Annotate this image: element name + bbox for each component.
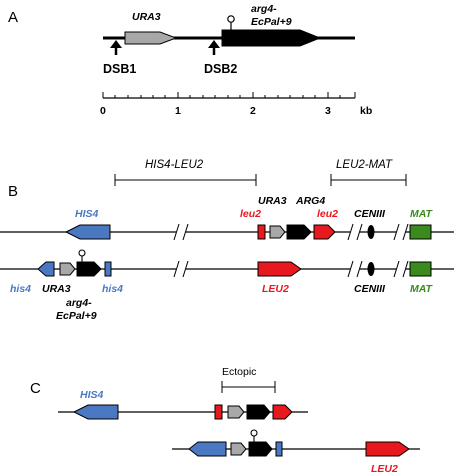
bottom-his4-right-label: his4 (102, 283, 123, 295)
scale-tick-0: 0 (100, 105, 106, 117)
scale-tick-2: 2 (250, 105, 256, 117)
panel-c-his4-fragment-right (275, 441, 283, 457)
bottom-ura3-label: URA3 (42, 283, 71, 295)
panel-c-ura3-gene (227, 405, 245, 419)
bottom-palindrome-icon (78, 249, 86, 257)
top-leu2-fragment-right (313, 224, 336, 240)
top-leu2-left-label: leu2 (240, 208, 261, 220)
bottom-cen-label: CENIII (354, 283, 386, 295)
top-mat-locus (409, 224, 432, 240)
bottom-leu2-label: LEU2 (262, 283, 289, 295)
panel-c-leu2-label: LEU2 (371, 463, 398, 475)
top-mat-label: MAT (410, 208, 434, 220)
panel-a-arg4-label-line2: EcPal+9 (251, 16, 292, 28)
panel-c-his4-gene (72, 404, 119, 420)
panel-a-ura3-label: URA3 (132, 11, 161, 23)
bottom-his4-fragment-right (104, 261, 112, 277)
bottom-mat-locus (409, 261, 432, 277)
bottom-arg4-gene (76, 261, 102, 277)
bottom-arg4-label-line2: EcPal+9 (56, 310, 97, 322)
bottom-centromere-icon (367, 262, 375, 276)
dsb1-label: DSB1 (103, 62, 136, 76)
panel-c-his4-label: HIS4 (80, 389, 104, 401)
bottom-arg4-label-line1: arg4- (66, 297, 92, 309)
top-ura3-label: URA3 (258, 195, 287, 207)
top-his4-label: HIS4 (75, 208, 99, 220)
top-leu2-right-label: leu2 (317, 208, 338, 220)
panel-label-b: B (8, 183, 18, 200)
dsb2-label: DSB2 (204, 62, 237, 76)
panel-a-ura3-gene (124, 31, 178, 45)
bottom-his4-fragment-left (37, 261, 55, 277)
bracket-his4-leu2-label: HIS4-LEU2 (145, 159, 204, 171)
panel-label-c: C (30, 380, 41, 397)
panel-a-palindrome-icon (227, 15, 235, 23)
bottom-mat-label: MAT (410, 283, 434, 295)
dsb2-arrow-icon (208, 40, 220, 48)
panel-c-leu2-fragment-right (272, 404, 293, 420)
top-his4-gene (64, 224, 111, 240)
top-ura3-gene (269, 225, 286, 239)
dsb1-arrow-icon (110, 40, 122, 48)
top-cen-label: CENIII (354, 208, 386, 220)
scale-tick-1: 1 (175, 105, 181, 117)
panel-c-leu2-gene (365, 441, 410, 457)
panel-c-leu2-fragment-left (214, 404, 223, 420)
top-arg4-label: ARG4 (295, 195, 325, 207)
scale-tick-3: 3 (325, 105, 331, 117)
top-arg4-gene (286, 224, 312, 240)
ectopic-label: Ectopic (222, 366, 256, 378)
panel-a-arg4-label-line1: arg4- (251, 3, 277, 15)
top-centromere-icon (367, 225, 375, 239)
panel-c-lower-arg4-gene (248, 441, 273, 457)
scale-unit-label: kb (360, 105, 372, 117)
panel-c-lower-ura3-gene (230, 442, 247, 456)
bracket-leu2-mat-label: LEU2-MAT (336, 159, 393, 171)
panel-c-his4-fragment-left (188, 441, 227, 457)
bottom-his4-left-label: his4 (10, 283, 31, 295)
bottom-leu2-gene (257, 261, 302, 277)
panel-a-arg4-gene (221, 29, 322, 47)
top-leu2-fragment-left (257, 224, 266, 240)
scale-bar-ticks (102, 92, 356, 98)
panel-c-palindrome-icon (250, 429, 258, 437)
bottom-ura3-gene (59, 262, 76, 276)
panel-label-a: A (8, 9, 18, 26)
panel-c-arg4-gene (246, 404, 271, 420)
